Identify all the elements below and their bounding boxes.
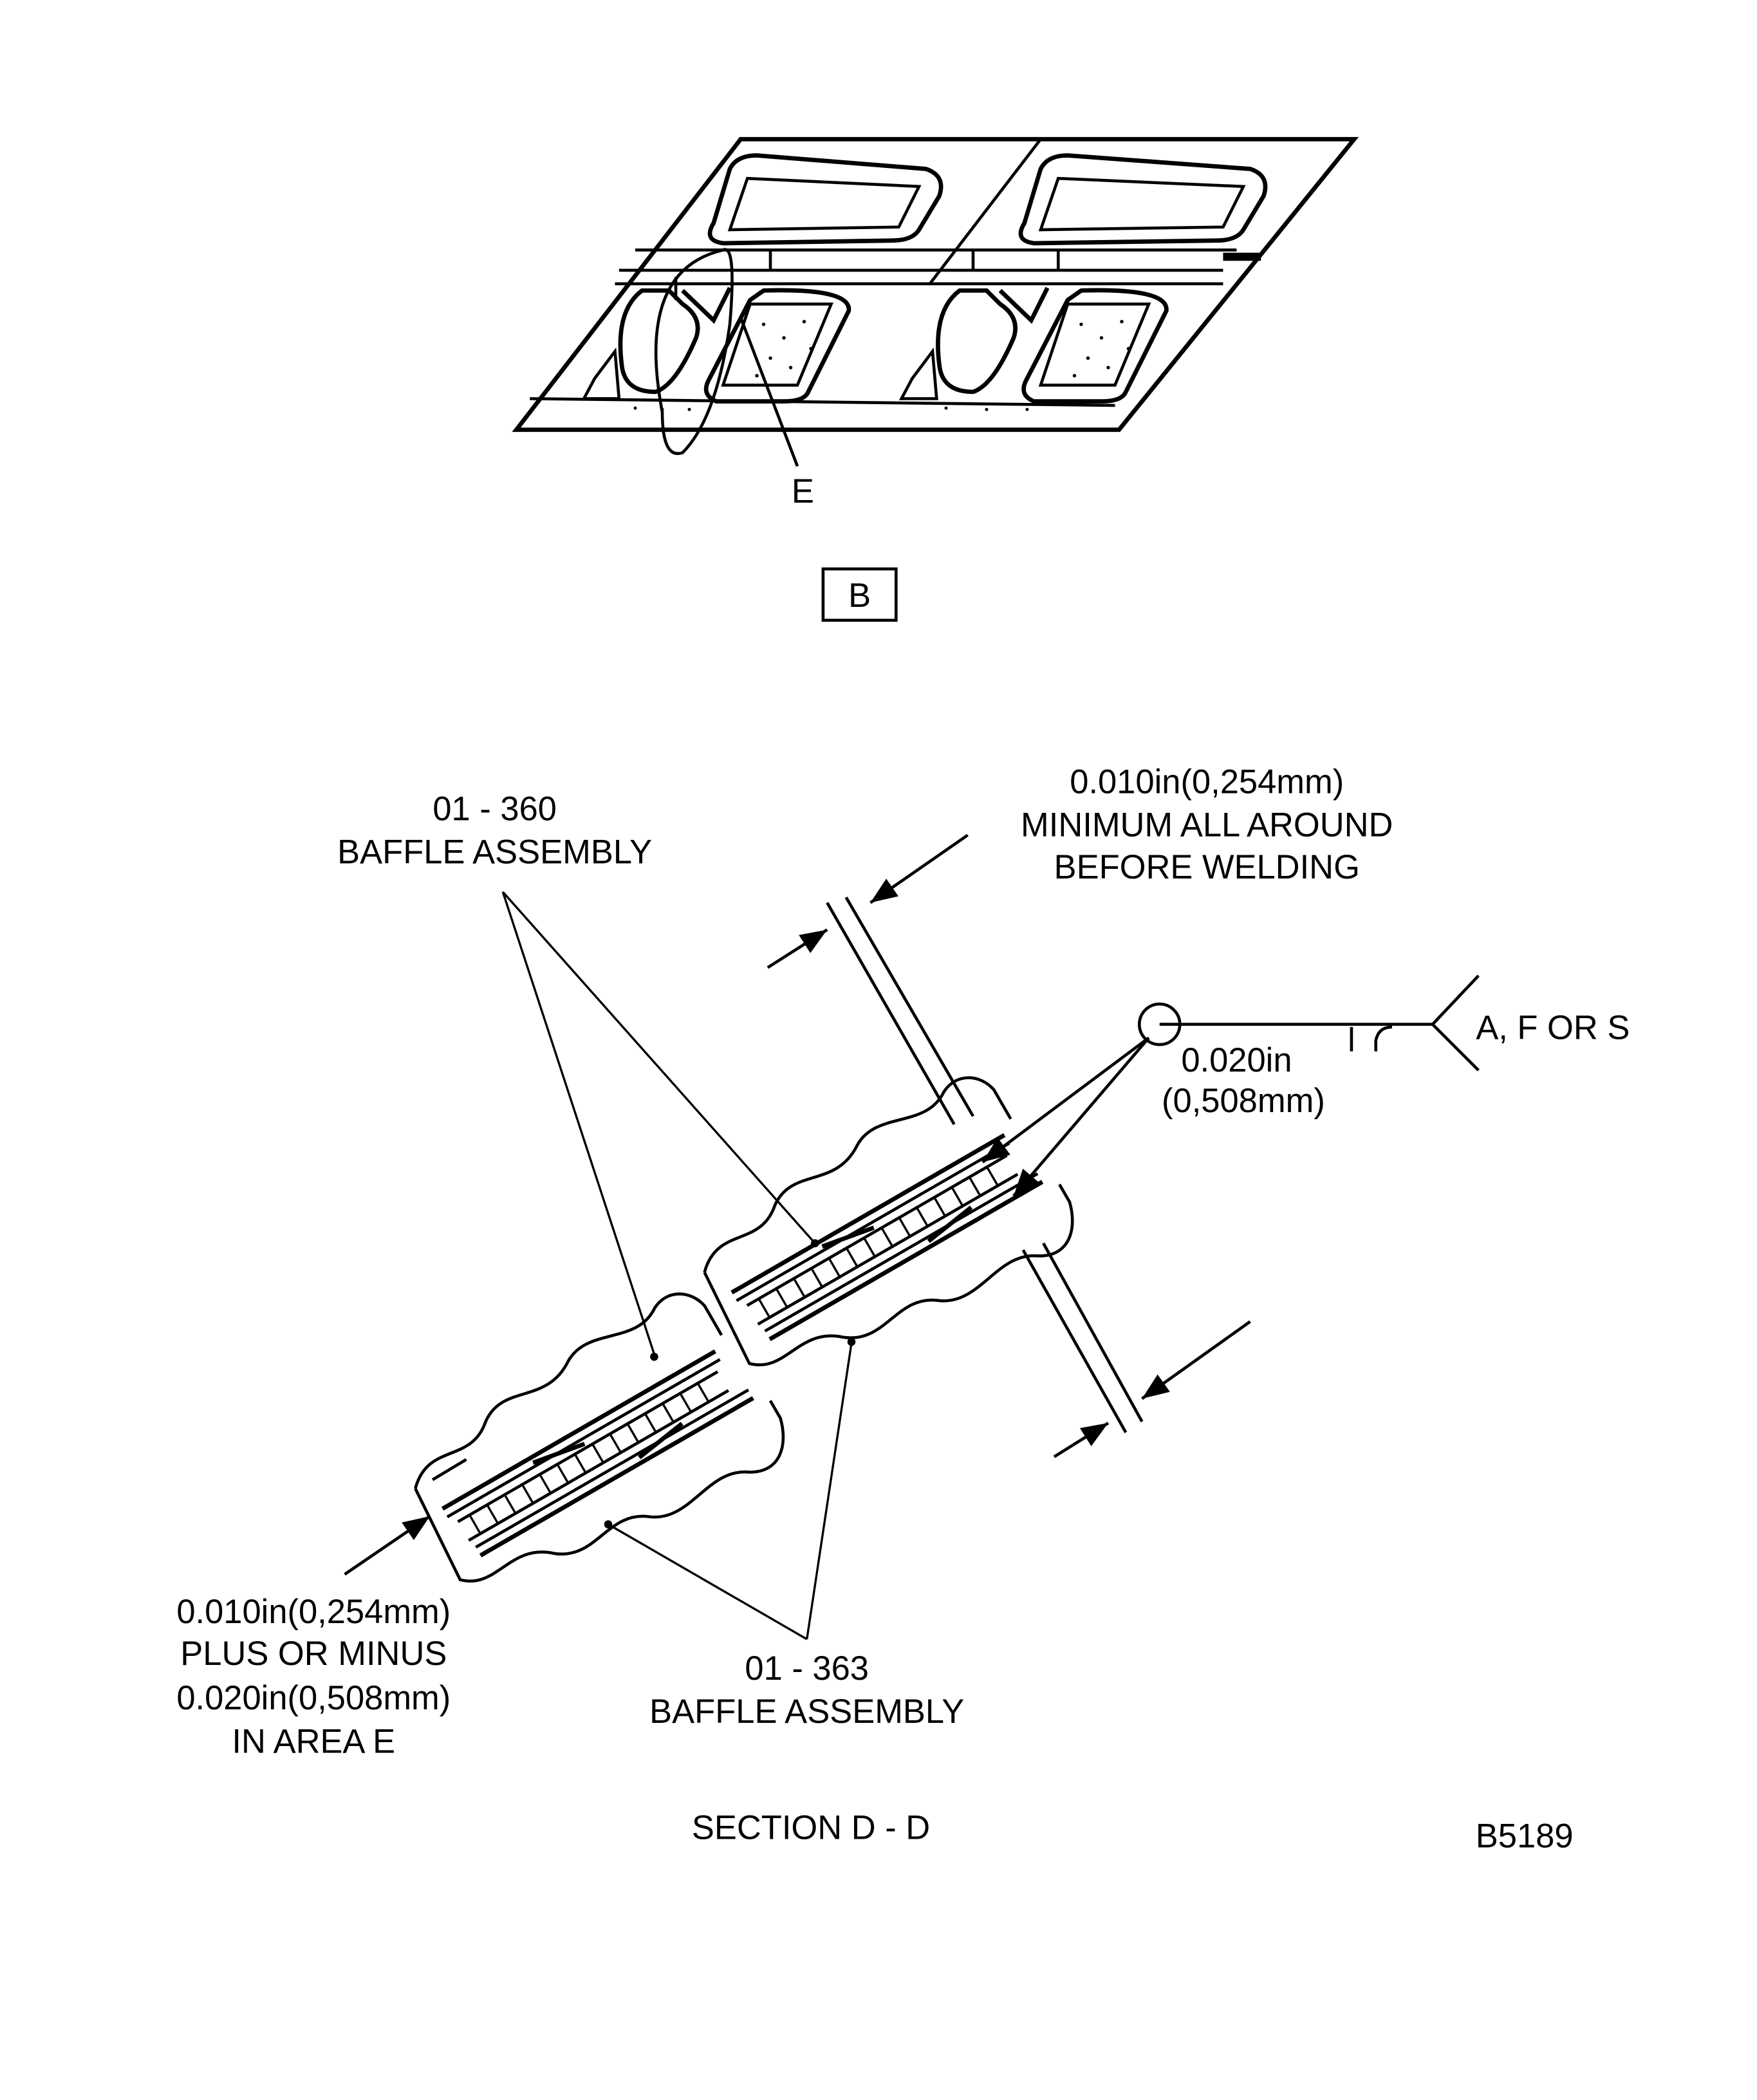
tolerance-note-line2: PLUS OR MINUS (180, 1635, 447, 1673)
view-b-box (821, 567, 898, 622)
tolerance-note-line4: IN AREA E (232, 1722, 395, 1760)
weld-symbol (981, 974, 1480, 1197)
area-e-outline (654, 248, 734, 455)
baffle-360-name: BAFFLE ASSEMBLY (337, 833, 652, 871)
baffle-upper-right (678, 1062, 1088, 1413)
baffle-lower-left (389, 1278, 799, 1630)
area-e-label: E (792, 472, 814, 510)
baffle-363-name: BAFFLE ASSEMBLY (649, 1693, 964, 1731)
weld-size-in: 0.020in (1181, 1041, 1292, 1079)
tolerance-note-line1: 0.010in(0,254mm) (176, 1593, 451, 1631)
gap-note-line3: BEFORE WELDING (1054, 848, 1360, 886)
drawing-number: B5189 (1476, 1817, 1574, 1855)
gap-note-line1: 0.010in(0,254mm) (1070, 763, 1344, 801)
section-d-d: 01 - 360 BAFFLE ASSEMBLY 0.010in(0,254mm… (176, 763, 1630, 1855)
section-title: SECTION D - D (692, 1809, 930, 1847)
view-b-label: B (848, 577, 871, 615)
weld-size-mm: (0,508mm) (1162, 1082, 1325, 1120)
area-e-leader (739, 317, 799, 467)
gap-note-line2: MINIMUM ALL AROUND (1021, 806, 1393, 844)
tolerance-note-line3: 0.020in(0,508mm) (176, 1679, 451, 1717)
detail-view-b: E B (512, 136, 1359, 622)
baffle-363-part-number: 01 - 363 (745, 1649, 869, 1687)
baffle-360-part-number: 01 - 360 (432, 790, 557, 828)
weld-process-label: A, F OR S (1476, 1009, 1630, 1047)
